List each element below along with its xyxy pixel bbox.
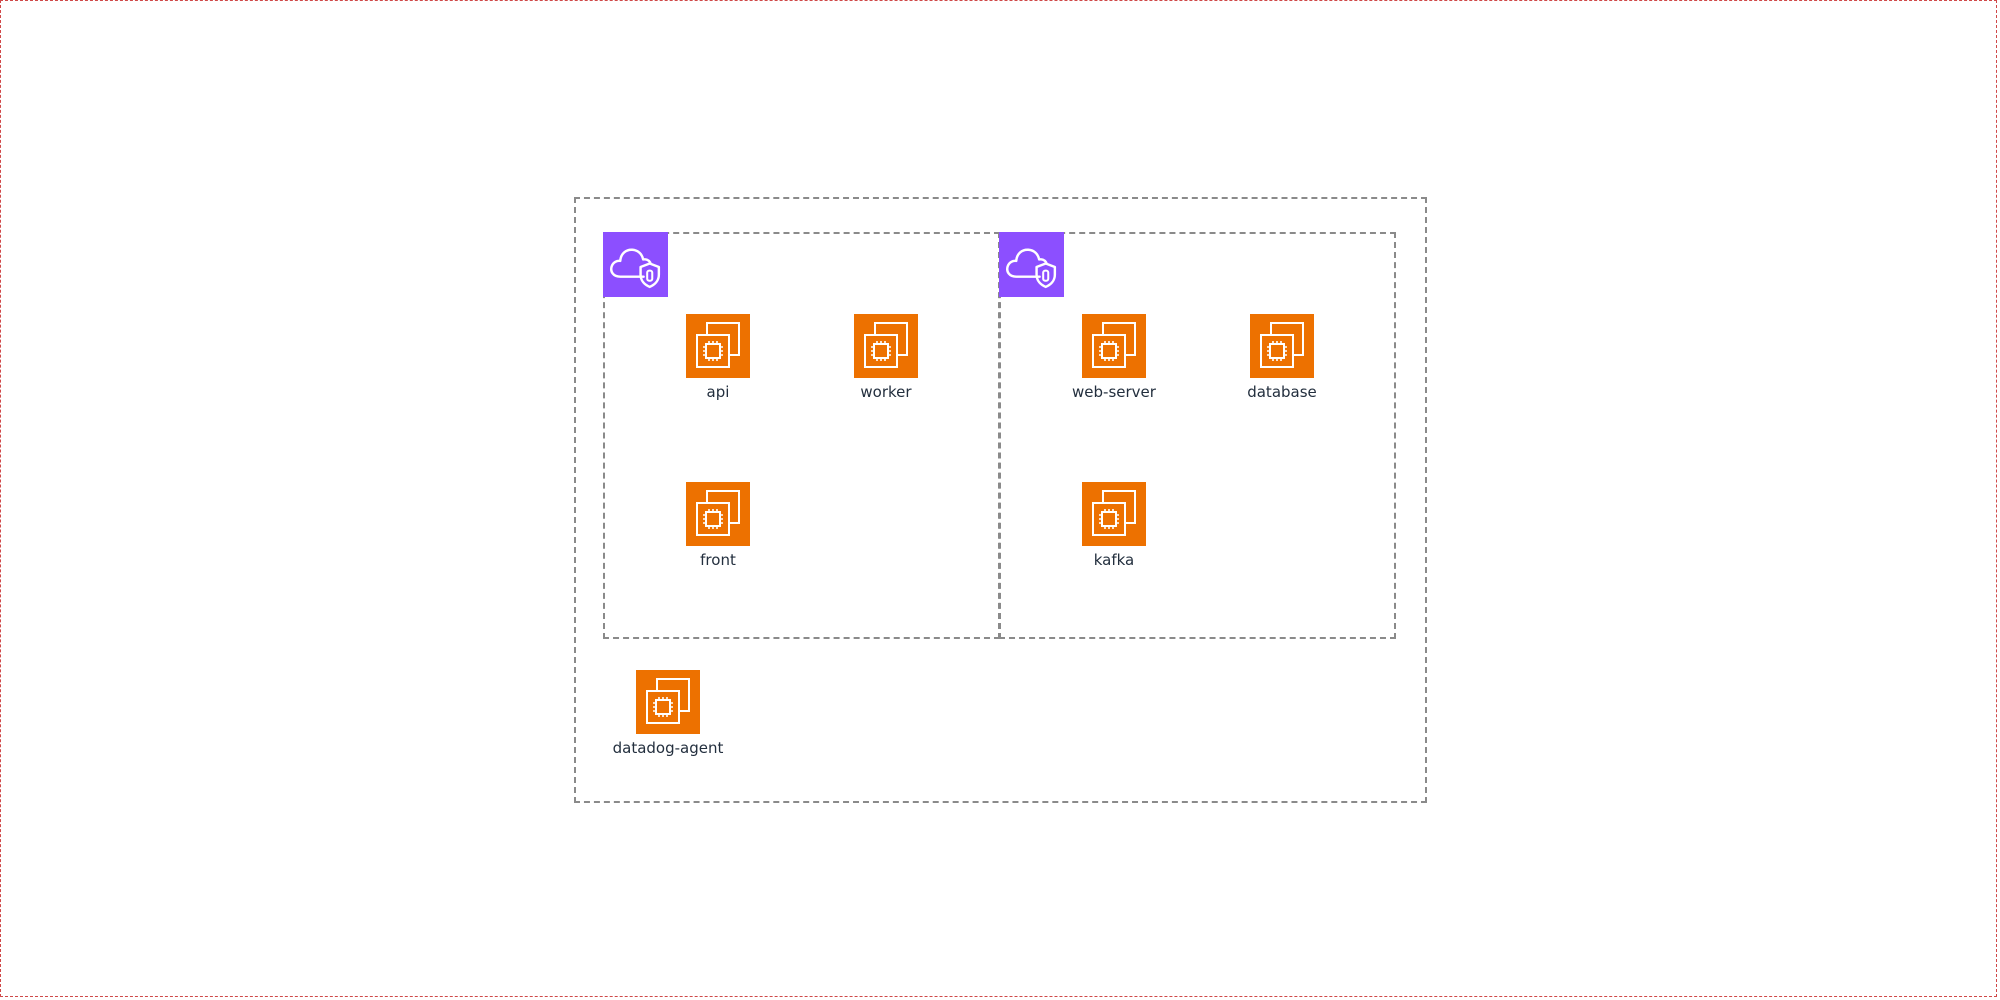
node-label: database (1247, 383, 1317, 401)
ec2-instance-icon (636, 670, 700, 734)
ec2-node-web-server[interactable]: web-server (1044, 314, 1184, 401)
ec2-node-worker[interactable]: worker (816, 314, 956, 401)
node-label: web-server (1072, 383, 1156, 401)
security-group-icon (999, 232, 1064, 297)
ec2-node-database[interactable]: database (1212, 314, 1352, 401)
ec2-instance-icon (686, 314, 750, 378)
ec2-node-front[interactable]: front (648, 482, 788, 569)
ec2-node-api[interactable]: api (648, 314, 788, 401)
ec2-node-kafka[interactable]: kafka (1044, 482, 1184, 569)
ec2-instance-icon (1250, 314, 1314, 378)
ec2-instance-icon (1082, 314, 1146, 378)
security-group-icon (603, 232, 668, 297)
outer-group (574, 197, 1427, 803)
ec2-instance-icon (854, 314, 918, 378)
node-label: api (706, 383, 730, 401)
ec2-instance-icon (686, 482, 750, 546)
security-group-right (999, 232, 1396, 639)
node-label: datadog-agent (612, 739, 724, 757)
ec2-instance-icon (1082, 482, 1146, 546)
node-label: worker (860, 383, 912, 401)
node-label: front (700, 551, 736, 569)
node-label: kafka (1093, 551, 1135, 569)
ec2-node-datadog-agent[interactable]: datadog-agent (598, 670, 738, 757)
